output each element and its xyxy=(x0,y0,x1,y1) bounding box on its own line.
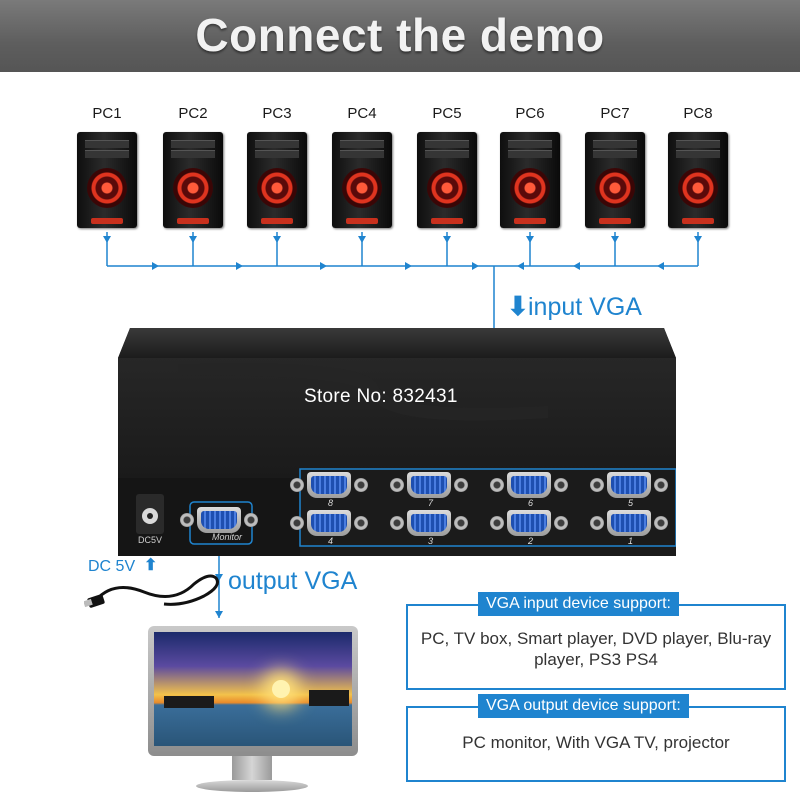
port-number: 8 xyxy=(328,498,334,508)
pc-label: PC2 xyxy=(178,105,208,122)
header-banner xyxy=(0,0,800,72)
input-support-card xyxy=(406,604,786,690)
vga-input-port-6 xyxy=(490,470,568,500)
pc-tower-icon xyxy=(585,132,645,228)
pc-tower-icon xyxy=(247,132,307,228)
pc-6: PC6 xyxy=(495,104,565,228)
output-support-text: PC monitor, With VGA TV, projector xyxy=(462,733,730,752)
port-number: 4 xyxy=(328,536,334,546)
vga-input-port-2 xyxy=(490,508,568,538)
port-number: 1 xyxy=(628,536,634,546)
vga-input-port-5 xyxy=(590,470,668,500)
input-support-text: PC, TV box, Smart player, DVD player, Bl… xyxy=(420,629,772,669)
pc-3: PC3 xyxy=(242,104,312,228)
vga-input-port-4 xyxy=(290,508,368,538)
page-title: Connect the demo xyxy=(195,9,605,61)
pc-tower-icon xyxy=(163,132,223,228)
vga-input-port-8 xyxy=(290,470,368,500)
input-support-title: VGA input device support: xyxy=(478,592,679,616)
pc-5: PC5 xyxy=(412,104,482,228)
arrow-up-icon: ⬆ xyxy=(144,557,158,574)
monitor-neck xyxy=(232,756,272,780)
vga-input-port-3 xyxy=(390,508,468,538)
pc-4: PC4 xyxy=(327,104,397,228)
monitor-port-label: Monitor xyxy=(212,532,243,542)
port-number: 3 xyxy=(428,536,434,546)
store-number: Store No: 832431 xyxy=(304,386,458,407)
vga-input-port-1 xyxy=(590,508,668,538)
output-vga-label: output VGA xyxy=(228,567,358,595)
pc-1: PC1 xyxy=(72,104,142,228)
monitor-icon xyxy=(148,626,358,756)
monitor-screen xyxy=(154,632,352,746)
port-number: 5 xyxy=(628,498,634,508)
pc-tower-icon xyxy=(668,132,728,228)
pc-label: PC6 xyxy=(515,105,545,122)
port-number: 7 xyxy=(428,498,434,508)
pc-tower-icon xyxy=(417,132,477,228)
vga-input-port-7 xyxy=(390,470,468,500)
usb-power-cable xyxy=(84,574,219,608)
pc-8: PC8 xyxy=(663,104,733,228)
pc-label: PC8 xyxy=(683,105,713,122)
pc-label: PC4 xyxy=(347,105,377,122)
arrow-down-icon: ⬇ xyxy=(507,291,529,321)
pc-tower-icon xyxy=(77,132,137,228)
port-number: 6 xyxy=(528,498,534,508)
pc-7: PC7 xyxy=(580,104,650,228)
pc-label: PC1 xyxy=(92,105,122,122)
pc-label: PC7 xyxy=(600,105,630,122)
pc-label: PC5 xyxy=(432,105,462,122)
dc-5v-label: DC 5V xyxy=(88,558,136,575)
port-number: 2 xyxy=(528,536,534,546)
vga-output-port xyxy=(180,505,258,535)
pc-tower-icon xyxy=(500,132,560,228)
pc-label: PC3 xyxy=(262,105,292,122)
input-vga-label: input VGA xyxy=(528,293,642,321)
output-support-title: VGA output device support: xyxy=(478,694,689,718)
pc-2: PC2 xyxy=(158,104,228,228)
monitor-base xyxy=(196,780,308,792)
pc-tower-icon xyxy=(332,132,392,228)
power-label: DC5V xyxy=(138,535,163,545)
